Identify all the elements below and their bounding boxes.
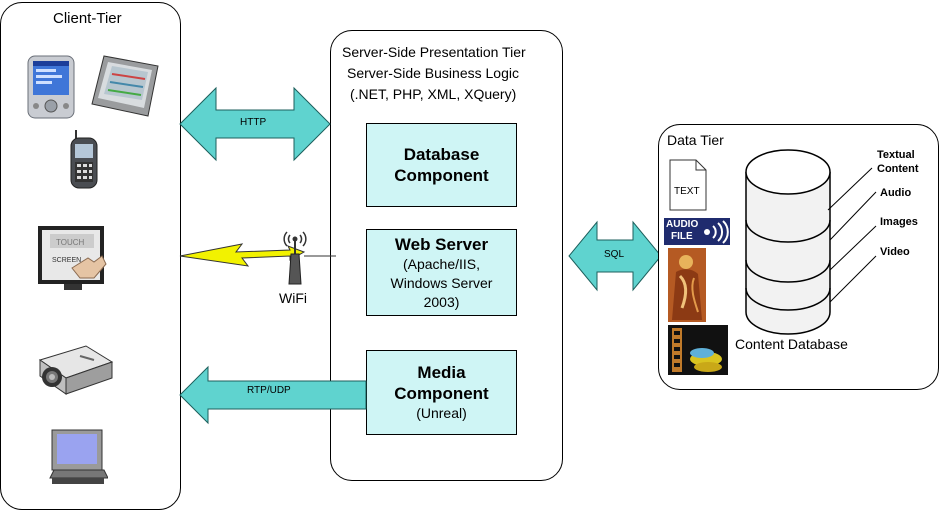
database-component-title-line1: Database bbox=[403, 145, 480, 164]
textual-content-label-line2: Content bbox=[877, 163, 919, 175]
wifi-antenna-icon bbox=[283, 231, 307, 285]
svg-text:TOUCH: TOUCH bbox=[56, 238, 85, 247]
server-header-line2: Server-Side Business Logic bbox=[347, 65, 519, 81]
projector-icon bbox=[38, 345, 114, 395]
sql-label: SQL bbox=[604, 249, 625, 260]
cell-phone-icon bbox=[70, 130, 98, 189]
web-server-sub-line3: 2003) bbox=[423, 293, 460, 310]
wifi-label: WiFi bbox=[279, 290, 307, 306]
video-film-icon bbox=[668, 325, 728, 375]
textual-content-label-line1: Textual bbox=[877, 149, 915, 161]
computer-terminal-icon bbox=[49, 429, 108, 484]
web-server-sub-line2: Windows Server bbox=[390, 274, 493, 291]
wifi-lightning-bolt bbox=[179, 243, 336, 267]
text-document-label: TEXT bbox=[674, 186, 700, 197]
video-label: Video bbox=[880, 246, 910, 258]
rtp-udp-arrow bbox=[179, 365, 367, 425]
database-component: Database Component bbox=[366, 123, 517, 207]
sound-waves-icon bbox=[704, 220, 729, 244]
http-label: HTTP bbox=[240, 117, 267, 128]
server-header-line1: Server-Side Presentation Tier bbox=[342, 44, 526, 60]
http-double-arrow bbox=[179, 86, 331, 162]
server-header-line3: (.NET, PHP, XML, XQuery) bbox=[350, 86, 517, 102]
painting-image-icon bbox=[668, 248, 706, 322]
audio-file-line1: AUDIO bbox=[666, 219, 699, 230]
audio-file-line2: FILE bbox=[671, 231, 693, 242]
media-component-title-line2: Component bbox=[394, 384, 489, 403]
audio-label: Audio bbox=[880, 187, 912, 199]
pda-icon bbox=[27, 55, 75, 119]
svg-text:SCREEN: SCREEN bbox=[52, 257, 81, 264]
images-label: Images bbox=[880, 216, 918, 228]
media-component-title-line1: Media bbox=[417, 363, 466, 382]
data-tier-title: Data Tier bbox=[667, 132, 724, 148]
web-server-sub-line1: (Apache/IIS, bbox=[402, 255, 481, 272]
database-component-title-line2: Component bbox=[394, 166, 489, 185]
content-database-label: Content Database bbox=[735, 336, 848, 352]
touch-screen-kiosk-icon: TOUCH SCREEN bbox=[38, 226, 107, 290]
content-database-cylinder bbox=[745, 149, 877, 335]
rtp-udp-label: RTP/UDP bbox=[247, 385, 291, 396]
media-component: Media Component (Unreal) bbox=[366, 350, 517, 435]
web-server-component: Web Server (Apache/IIS, Windows Server 2… bbox=[366, 229, 517, 316]
client-tier-title: Client-Tier bbox=[53, 10, 122, 27]
tablet-icon bbox=[91, 55, 159, 117]
text-document-icon bbox=[669, 159, 707, 211]
media-component-sub: (Unreal) bbox=[416, 405, 467, 421]
web-server-title: Web Server bbox=[394, 234, 489, 254]
